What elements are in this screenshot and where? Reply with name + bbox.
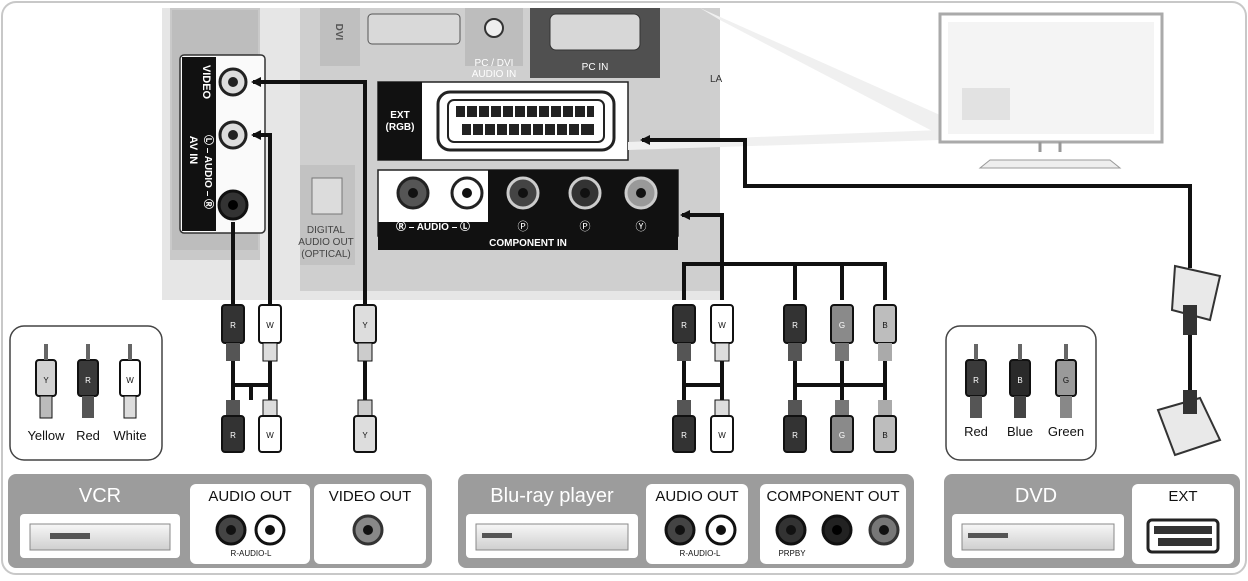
component-y-label: Ⓨ: [636, 220, 647, 233]
av-in-label: AV IN: [187, 136, 199, 165]
rca-plugs-vcr-bottom: [221, 399, 377, 453]
legend-right-letter-r: R: [973, 376, 979, 385]
digital-audio-line1: DIGITAL: [307, 225, 346, 236]
component-audio-label: Ⓡ – AUDIO – Ⓛ: [396, 220, 470, 233]
digital-audio-line3: (OPTICAL): [301, 249, 350, 260]
component-in-label: COMPONENT IN: [489, 238, 567, 249]
legend-right-letter-g: G: [1063, 376, 1069, 385]
legend-left-letter-y: Y: [43, 376, 49, 385]
legend-right-label-blue: Blue: [1007, 424, 1033, 439]
bluray-name: Blu-ray player: [490, 485, 614, 507]
dvi-label: DVI: [333, 24, 344, 41]
pc-dvi-audio-line2: AUDIO IN: [472, 69, 516, 80]
vcr-name: VCR: [79, 485, 121, 507]
rca-plugs-vcr-top: [221, 304, 377, 362]
pc-dvi-audio-line1: PC / DVI: [475, 58, 514, 69]
bluray-plug-letter-4-top: G: [839, 321, 845, 330]
tv-rear-panel: [162, 8, 720, 300]
vcr-plug-letter-r-bottom: R: [230, 431, 236, 440]
component-in-jacks: [396, 176, 658, 210]
bluray-component-sub-label: PRPBY: [778, 549, 806, 558]
bluray-plug-letter-4-bottom: G: [839, 431, 845, 440]
av-audio-label: Ⓛ – AUDIO – Ⓡ: [202, 135, 215, 209]
legend-right-label-red: Red: [964, 424, 988, 439]
lan-label: LA: [710, 74, 723, 85]
legend-left-letter-w: W: [126, 376, 134, 385]
port-video-label: VIDEO: [200, 65, 212, 100]
dvd-name: DVD: [1015, 485, 1057, 507]
vcr-video-out-label: VIDEO OUT: [329, 488, 412, 505]
bluray-plug-letter-2-bottom: W: [718, 431, 726, 440]
cable-legend-left: [9, 325, 163, 461]
device-bar-vcr: [8, 474, 432, 568]
plug-letters: R W Y R W Y R W R G B R W R G B: [230, 321, 888, 440]
vcr-plug-letter-r-top: R: [230, 321, 236, 330]
ext-rgb-line1: EXT: [390, 110, 409, 121]
component-pb-label: Ⓟ: [580, 220, 591, 233]
bluray-plug-letter-1-top: R: [681, 321, 687, 330]
bluray-plug-letter-3-bottom: R: [792, 431, 798, 440]
vcr-plug-letter-y-top: Y: [362, 321, 368, 330]
dvd-ext-label: EXT: [1168, 488, 1197, 505]
bluray-plug-letter-1-bottom: R: [681, 431, 687, 440]
legend-right-label-green: Green: [1048, 424, 1084, 439]
cable-legend-right: [945, 325, 1097, 461]
bluray-plug-letter-5-bottom: B: [882, 431, 887, 440]
bluray-plug-letter-3-top: R: [792, 321, 798, 330]
rca-plugs-bluray-bottom: [672, 399, 897, 453]
digital-audio-line2: AUDIO OUT: [298, 237, 354, 248]
vcr-plug-letter-w-bottom: W: [266, 431, 274, 440]
scart-plug-top: [1170, 264, 1222, 335]
bluray-audio-out-label: AUDIO OUT: [655, 488, 738, 505]
scart-plug-bottom: [1156, 390, 1222, 457]
bluray-audio-sub-label: R-AUDIO-L: [680, 549, 721, 558]
vcr-plug-letter-y-bottom: Y: [362, 431, 368, 440]
bluray-component-out-label: COMPONENT OUT: [766, 488, 899, 505]
vcr-audio-out-label: AUDIO OUT: [208, 488, 291, 505]
tv-illustration: [628, 8, 1164, 169]
pc-in-label: PC IN: [582, 62, 609, 73]
vcr-audio-sub-label: R-AUDIO-L: [231, 549, 272, 558]
bluray-plug-letter-2-top: W: [718, 321, 726, 330]
ext-rgb-line2: (RGB): [386, 122, 415, 133]
legend-right-letter-b: B: [1017, 376, 1022, 385]
legend-left-label-yellow: Yellow: [27, 428, 65, 443]
cables: [231, 77, 1192, 400]
rca-plugs-bluray-top: [672, 304, 897, 362]
av-in-jacks: [217, 67, 249, 221]
device-bar-bluray: [458, 474, 914, 568]
legend-left-label-red: Red: [76, 428, 100, 443]
legend-left-label-white: White: [113, 428, 146, 443]
vcr-plug-letter-w-top: W: [266, 321, 274, 330]
component-pr-label: Ⓟ: [518, 220, 529, 233]
bluray-plug-letter-5-top: B: [882, 321, 887, 330]
device-bar-dvd: [944, 474, 1240, 568]
legend-left-letter-r: R: [85, 376, 91, 385]
